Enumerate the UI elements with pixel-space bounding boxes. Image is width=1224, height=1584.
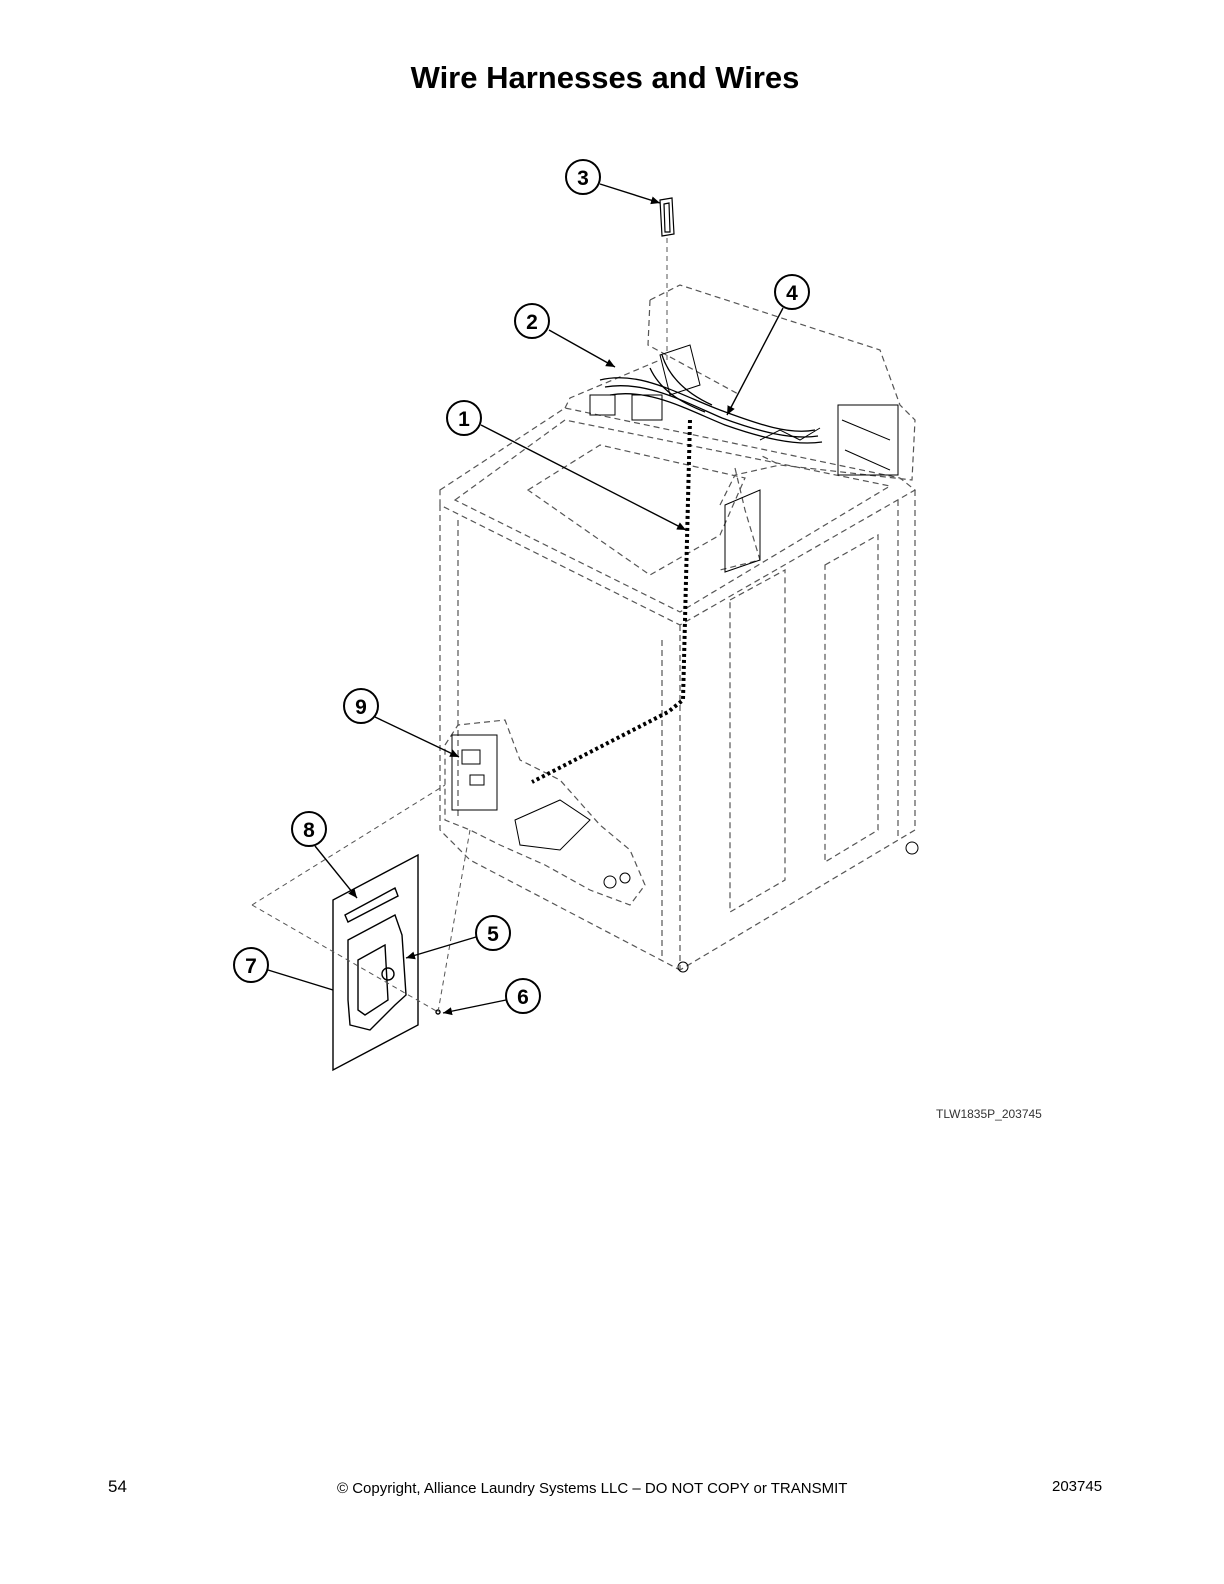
leader-7	[267, 969, 334, 991]
callout-2-label: 2	[526, 311, 538, 334]
washer-cabinet-outline	[439, 284, 917, 971]
callout-9-label: 9	[355, 696, 367, 719]
leader-9	[374, 716, 460, 758]
copyright-notice: © Copyright, Alliance Laundry Systems LL…	[337, 1480, 848, 1497]
figure-id: TLW1835P_203745	[936, 1107, 1042, 1121]
callout-5: 5	[475, 915, 511, 951]
callout-4-label: 4	[786, 282, 798, 305]
callout-3-label: 3	[577, 167, 589, 190]
page-title: Wire Harnesses and Wires	[410, 60, 800, 95]
harness-bundles	[599, 354, 823, 444]
wire-harness-main-path	[531, 419, 692, 784]
control-console-components	[451, 344, 919, 973]
leader-arrows	[314, 183, 784, 1016]
callout-6: 6	[505, 978, 541, 1014]
callout-5-label: 5	[487, 923, 499, 946]
callout-1-label: 1	[458, 408, 470, 431]
leader-3	[599, 183, 661, 205]
callout-9: 9	[343, 688, 379, 724]
projection-lines	[251, 784, 471, 1013]
leader-4	[726, 307, 784, 416]
page-number: 54	[108, 1477, 127, 1496]
callout-8-label: 8	[303, 819, 315, 842]
leader-1	[480, 424, 687, 531]
callout-7: 7	[233, 947, 269, 983]
leader-6	[442, 999, 507, 1016]
callout-8: 8	[291, 811, 327, 847]
leader-5	[405, 936, 477, 960]
callout-4: 4	[774, 274, 810, 310]
leader-8	[314, 845, 358, 899]
callout-3: 3	[565, 159, 601, 195]
callout-7-label: 7	[245, 955, 257, 978]
callout-1: 1	[446, 400, 482, 436]
callout-2: 2	[514, 303, 550, 339]
document-number: 203745	[1052, 1478, 1103, 1495]
connector-part-3	[659, 197, 675, 237]
leader-2	[548, 329, 616, 368]
callout-6-label: 6	[517, 986, 529, 1009]
